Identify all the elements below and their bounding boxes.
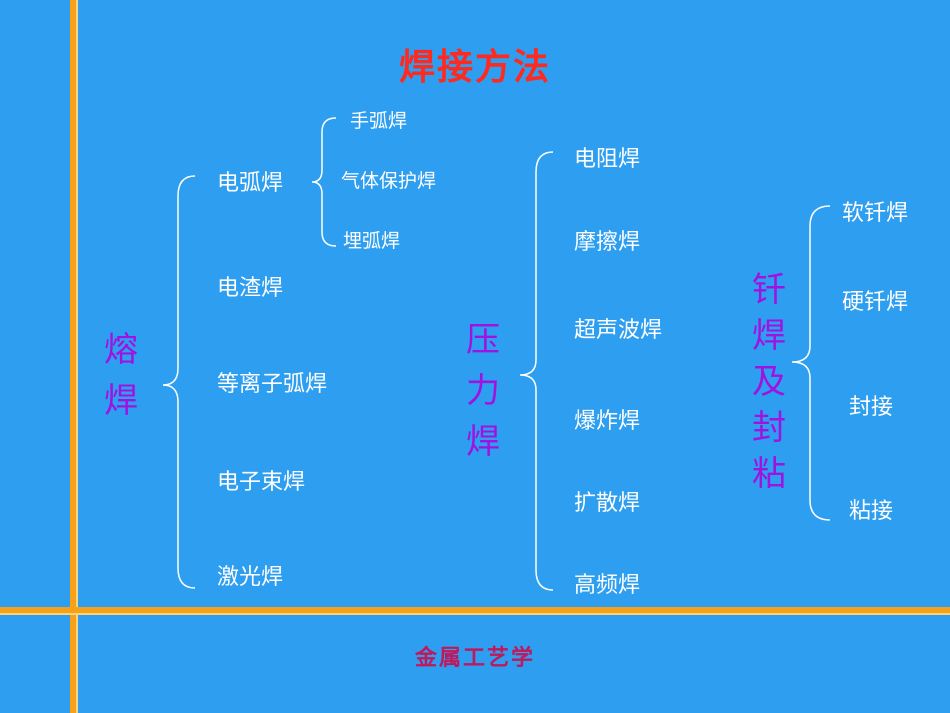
brazing-category: 钎焊及封粘 xyxy=(752,270,786,494)
fusion-item-electron-beam: 电子束焊 xyxy=(217,470,306,495)
fusion-category: 熔焊 xyxy=(104,330,138,421)
brazing-item-soft-solder: 软钎焊 xyxy=(842,201,909,226)
pressure-item-explosion: 爆炸焊 xyxy=(574,409,641,434)
arc-sub-gas-shielded: 气体保护焊 xyxy=(341,170,437,192)
arc-sub-submerged: 埋弧焊 xyxy=(343,230,401,252)
arc-sub-manual: 手弧焊 xyxy=(350,110,408,132)
fusion-item-laser: 激光焊 xyxy=(217,565,284,590)
fusion-item-plasma: 等离子弧焊 xyxy=(217,372,328,397)
fusion-brace xyxy=(162,175,196,589)
pressure-item-resistance: 电阻焊 xyxy=(574,147,641,172)
bottom-accent-bar xyxy=(0,607,950,615)
brazing-item-sealing: 封接 xyxy=(849,395,894,420)
pressure-category: 压力焊 xyxy=(466,320,500,462)
pressure-item-diffusion: 扩散焊 xyxy=(574,491,641,516)
footer-text: 金属工艺学 xyxy=(414,645,535,671)
pressure-item-friction: 摩擦焊 xyxy=(574,230,641,255)
pressure-item-ultrasonic: 超声波焊 xyxy=(574,318,663,343)
pressure-brace xyxy=(519,151,554,591)
brazing-item-hard-solder: 硬钎焊 xyxy=(842,290,909,315)
arc-sub-brace xyxy=(311,117,337,247)
left-accent-bar xyxy=(70,0,78,713)
brazing-brace xyxy=(791,205,831,521)
fusion-item-electroslag: 电渣焊 xyxy=(217,276,284,301)
page-title: 焊接方法 xyxy=(398,46,551,88)
pressure-item-high-frequency: 高频焊 xyxy=(574,573,641,598)
fusion-item-arc: 电弧焊 xyxy=(217,171,284,196)
brazing-item-bonding: 粘接 xyxy=(849,499,894,524)
